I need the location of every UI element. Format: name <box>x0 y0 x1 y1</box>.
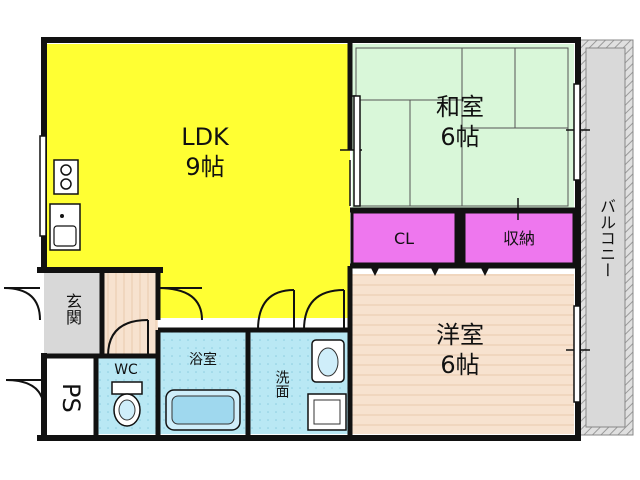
youshitsu-size: 6帖 <box>440 351 480 379</box>
entrance <box>44 272 102 354</box>
bath-label: 浴室 <box>189 352 217 368</box>
washroom-label: 洗面 <box>273 370 290 398</box>
washitsu-size: 6帖 <box>440 123 480 151</box>
washitsu-name: 和室 <box>436 93 484 121</box>
balcony-label: バルコニー <box>597 198 616 278</box>
pipe-space <box>44 360 94 434</box>
ps-label: PS <box>57 383 85 413</box>
ldk-label: LDK 9帖 <box>150 122 260 182</box>
washitsu-room <box>352 44 574 208</box>
youshitsu-name: 洋室 <box>436 321 484 349</box>
kitchen-sink-icon <box>49 203 81 251</box>
washitsu-label: 和室 6帖 <box>410 92 510 152</box>
storage-label: 収納 <box>502 229 535 248</box>
bathtub-icon <box>165 389 241 431</box>
ldk-size: 9帖 <box>185 153 225 181</box>
toilet-icon <box>111 381 143 427</box>
washing-machine-icon <box>307 393 347 431</box>
entrance-label: 玄関 <box>63 293 82 325</box>
wc-label: WC <box>114 362 138 378</box>
youshitsu-room <box>352 274 574 434</box>
closet-label: CL <box>393 229 415 248</box>
wash-basin-icon <box>311 339 345 383</box>
ldk-name: LDK <box>181 123 229 151</box>
stove-icon <box>53 159 79 195</box>
youshitsu-label: 洋室 6帖 <box>410 320 510 380</box>
